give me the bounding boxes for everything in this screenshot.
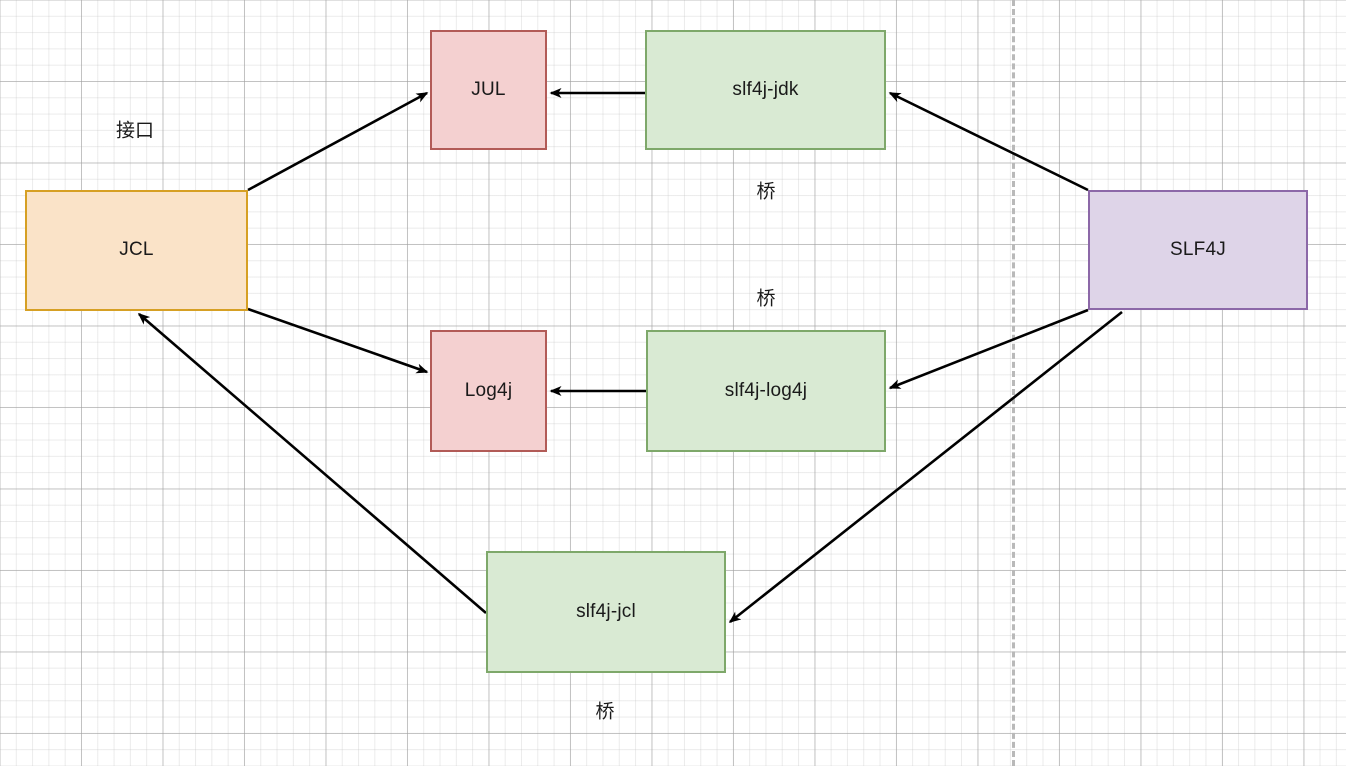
annotation-bridge-log4j: 桥 — [756, 288, 776, 310]
vertical-dashed-divider — [1012, 0, 1015, 766]
node-jcl-label: JCL — [119, 239, 154, 261]
node-slf4j[interactable]: SLF4J — [1088, 190, 1308, 310]
node-slf4j-jdk[interactable]: slf4j-jdk — [645, 30, 886, 150]
annotation-bridge-jdk: 桥 — [756, 181, 776, 203]
node-log4j-label: Log4j — [464, 379, 513, 401]
edge-slf4j-to-slf4j-log4j — [888, 308, 1089, 390]
node-slf4j-log4j[interactable]: slf4j-log4j — [646, 330, 886, 452]
node-slf4j-jdk-label: slf4j-jdk — [732, 78, 799, 100]
node-log4j[interactable]: Log4j — [430, 330, 547, 452]
node-slf4j-jcl[interactable]: slf4j-jcl — [486, 551, 726, 673]
edge-jcl-to-jul — [247, 91, 429, 192]
node-slf4j-log4j-label: slf4j-log4j — [724, 379, 808, 401]
node-slf4j-label: SLF4J — [1170, 238, 1226, 260]
edge-slf4j-to-slf4j-jdk — [888, 91, 1089, 192]
node-jul-label: JUL — [471, 78, 506, 100]
node-slf4j-jcl-label: slf4j-jcl — [576, 600, 636, 622]
edge-jcl-to-log4j — [247, 307, 429, 374]
annotation-bridge-jcl: 桥 — [595, 701, 615, 723]
annotation-interface: 接口 — [115, 120, 155, 142]
node-jul[interactable]: JUL — [430, 30, 547, 150]
node-jcl[interactable]: JCL — [25, 190, 248, 311]
